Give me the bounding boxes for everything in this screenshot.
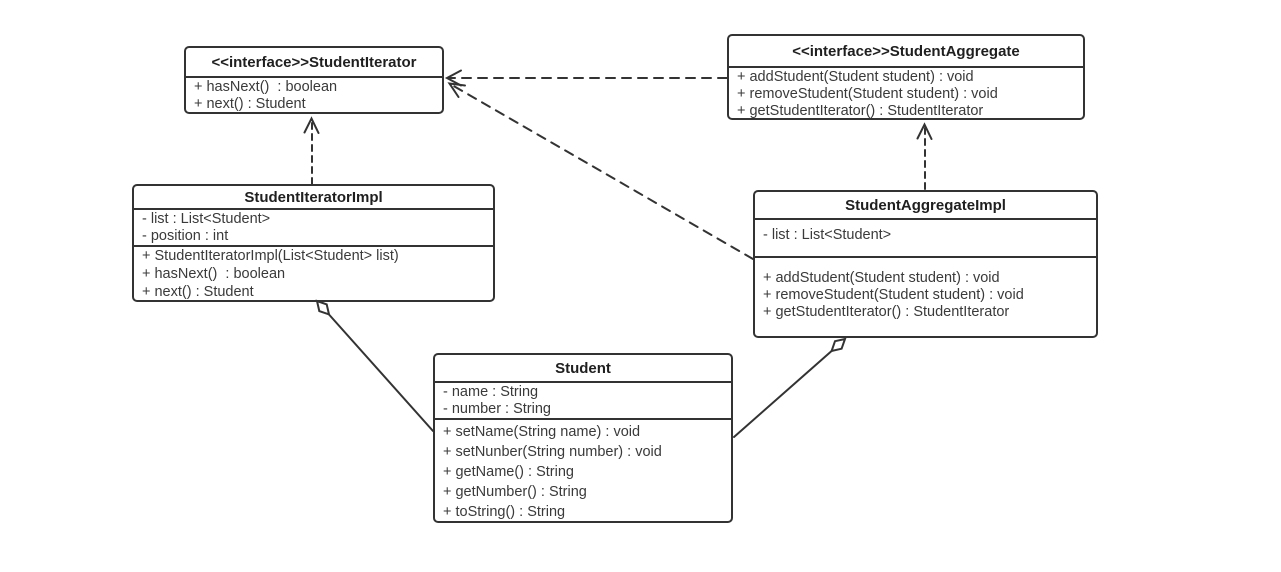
dependency-arrow-aggregateimpl-to-iterator <box>447 82 754 260</box>
class-box-student: Student - name : String - number : Strin… <box>433 353 733 523</box>
attributes-compartment: - list : List<Student> - position : int <box>134 210 493 247</box>
method-entry: + next() : Student <box>194 96 306 112</box>
method-entry: + addStudent(Student student) : void <box>737 69 974 85</box>
class-title-student-aggregate-impl: StudentAggregateImpl <box>755 192 1096 220</box>
realization-arrow-iteratorimpl-to-iterator <box>303 116 320 185</box>
dependency-arrow-aggregate-to-iterator <box>444 69 728 87</box>
method-entry: + getStudentIterator() : StudentIterator <box>737 103 984 119</box>
methods-compartment: + addStudent(Student student) : void + r… <box>755 258 1096 321</box>
class-title-student: Student <box>435 355 731 383</box>
method-entry: + removeStudent(Student student) : void <box>763 287 1024 303</box>
attributes-compartment: - name : String - number : String <box>435 383 731 420</box>
method-entry: + toString() : String <box>443 504 566 520</box>
aggregation-edge-aggregateimpl-student <box>733 337 847 438</box>
realization-arrow-aggregateimpl-to-aggregate <box>916 122 933 190</box>
class-title-student-iterator-impl: StudentIteratorImpl <box>134 186 493 210</box>
method-entry: + setNunber(String number) : void <box>443 444 662 460</box>
method-entry: + getNumber() : String <box>443 484 587 500</box>
class-box-student-iterator-impl: StudentIteratorImpl - list : List<Studen… <box>132 184 495 302</box>
methods-compartment: + StudentIteratorImpl(List<Student> list… <box>134 247 493 301</box>
method-entry: + getStudentIterator() : StudentIterator <box>763 304 1010 320</box>
class-box-student-iterator: <<interface>>StudentIterator + hasNext()… <box>184 46 444 114</box>
method-entry: + removeStudent(Student student) : void <box>737 86 998 102</box>
method-entry: + hasNext() : boolean <box>194 79 338 95</box>
methods-compartment: + addStudent(Student student) : void + r… <box>729 68 1083 120</box>
methods-compartment: + hasNext() : boolean + next() : Student <box>186 78 442 113</box>
attributes-compartment: - list : List<Student> <box>755 220 1096 258</box>
method-entry: + hasNext() : boolean <box>142 266 286 282</box>
method-entry: + next() : Student <box>142 284 254 300</box>
method-entry: + addStudent(Student student) : void <box>763 270 1000 286</box>
attribute-entry: - list : List<Student> <box>142 211 271 227</box>
class-title-student-aggregate: <<interface>>StudentAggregate <box>729 36 1083 68</box>
attribute-entry: - list : List<Student> <box>763 227 892 243</box>
attribute-entry: - number : String <box>443 401 551 417</box>
class-box-student-aggregate-impl: StudentAggregateImpl - list : List<Stude… <box>753 190 1098 338</box>
method-entry: + setName(String name) : void <box>443 424 641 440</box>
methods-compartment: + setName(String name) : void + setNunbe… <box>435 420 731 522</box>
class-box-student-aggregate: <<interface>>StudentAggregate + addStude… <box>727 34 1085 120</box>
class-title-student-iterator: <<interface>>StudentIterator <box>186 48 442 78</box>
method-entry: + getName() : String <box>443 464 574 480</box>
method-entry: + StudentIteratorImpl(List<Student> list… <box>142 248 399 264</box>
attribute-entry: - name : String <box>443 384 539 400</box>
aggregation-edge-iteratorimpl-student <box>315 299 434 432</box>
attribute-entry: - position : int <box>142 228 229 244</box>
